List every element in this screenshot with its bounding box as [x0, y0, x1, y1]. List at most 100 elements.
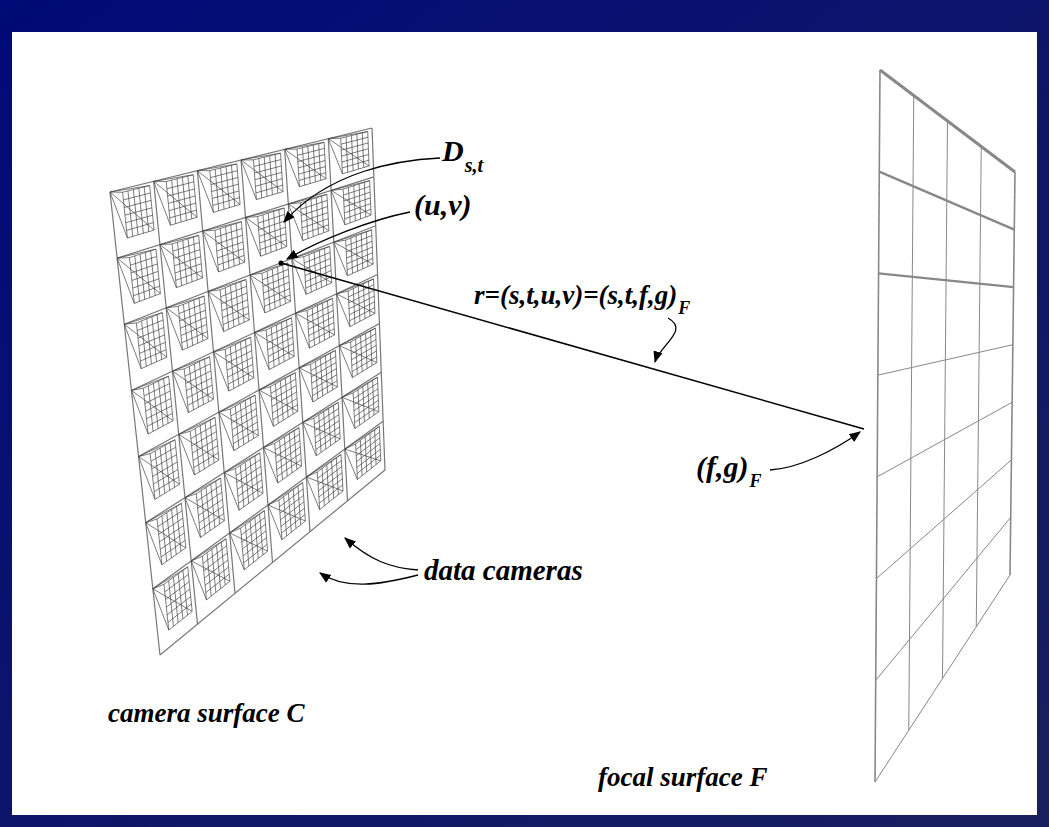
data-camera — [153, 567, 192, 630]
camera-stroke — [253, 153, 283, 199]
focal-surface-grid — [875, 575, 1010, 782]
data-camera — [299, 350, 337, 402]
camera-stroke — [186, 371, 211, 383]
camera-stroke — [222, 307, 248, 318]
camera-stroke — [352, 357, 377, 372]
camera-stroke — [237, 473, 261, 489]
camera-surface-grid — [241, 160, 273, 563]
camera-stroke — [166, 589, 190, 607]
focal-surface-grid — [875, 70, 880, 782]
camera-stroke — [123, 186, 154, 238]
data-camera — [208, 280, 249, 332]
camera-stroke — [146, 398, 171, 411]
camera-stroke — [198, 492, 222, 508]
camera-stroke — [216, 235, 242, 244]
camera-stroke — [319, 485, 342, 503]
camera-stroke — [315, 415, 339, 431]
data-camera — [203, 222, 245, 272]
camera-stroke — [185, 478, 221, 498]
camera-stroke — [355, 406, 379, 423]
data-camera — [179, 417, 219, 475]
focal-surface-grid — [878, 345, 1013, 375]
camera-stroke — [305, 259, 331, 270]
ray — [281, 263, 864, 429]
leader-line — [770, 432, 860, 470]
camera-stroke — [230, 395, 258, 451]
camera-stroke — [222, 300, 248, 311]
camera-stroke — [308, 311, 333, 323]
data-camera — [224, 453, 263, 510]
camera-stroke — [208, 280, 246, 292]
camera-stroke — [172, 235, 202, 287]
camera-stroke — [217, 249, 243, 258]
camera-stroke — [211, 177, 238, 184]
camera-stroke — [285, 142, 324, 149]
label: (u,v) — [414, 190, 471, 220]
camera-stroke — [344, 204, 370, 213]
camera-stroke — [339, 346, 352, 378]
camera-stroke — [346, 236, 372, 246]
camera-stroke — [153, 469, 178, 484]
camera-stroke — [213, 352, 228, 391]
camera-stroke — [221, 293, 247, 304]
camera-stroke — [237, 466, 261, 482]
camera-stroke — [124, 200, 151, 207]
camera-stroke — [269, 350, 294, 363]
camera-stroke — [152, 455, 177, 469]
camera-stroke — [150, 440, 179, 500]
camera-stroke — [255, 318, 292, 333]
camera-stroke — [342, 160, 369, 168]
focal-surface-grid — [879, 273, 1014, 287]
subscript: s,t — [465, 155, 483, 175]
camera-stroke — [317, 454, 343, 509]
camera-stroke — [312, 375, 337, 390]
camera-stroke — [244, 544, 267, 562]
camera-stroke — [258, 208, 287, 256]
camera-stroke — [230, 533, 245, 570]
data-camera — [264, 428, 302, 483]
camera-stroke — [143, 376, 173, 434]
camera-stroke — [306, 277, 332, 288]
camera-stroke — [272, 398, 297, 413]
camera-stroke — [316, 433, 340, 450]
camera-stroke — [136, 313, 166, 369]
camera-stroke — [346, 230, 373, 276]
camera-stroke — [212, 191, 239, 199]
camera-stroke — [160, 533, 184, 549]
camera-stroke — [191, 561, 206, 600]
camera-stroke — [238, 480, 262, 496]
camera-stroke — [235, 453, 263, 510]
camera-stroke — [311, 363, 336, 377]
camera-stroke — [219, 395, 255, 412]
camera-stroke — [219, 412, 234, 450]
data-camera — [213, 337, 253, 391]
camera-stroke — [344, 192, 370, 201]
camera-stroke — [233, 429, 258, 444]
camera-stroke — [170, 210, 197, 218]
label: r=(s,t,u,v)=(s,t,f,g) — [474, 282, 677, 309]
camera-stroke — [129, 249, 160, 303]
camera-stroke — [263, 276, 289, 287]
camera-stroke — [224, 453, 260, 473]
camera-stroke — [241, 153, 280, 160]
camera-stroke — [246, 208, 285, 217]
camera-stroke — [216, 228, 242, 237]
data-camera — [328, 132, 369, 174]
data-camera — [337, 279, 375, 327]
camera-stroke — [199, 506, 223, 522]
camera-stroke — [314, 409, 338, 425]
focal-surface-grid — [876, 460, 1011, 579]
camera-stroke — [196, 478, 224, 537]
camera-stroke — [125, 208, 152, 215]
camera-stroke — [349, 290, 374, 302]
camera-stroke — [228, 364, 253, 377]
camera-stroke — [271, 386, 296, 400]
data-camera — [268, 483, 305, 540]
camera-stroke — [308, 317, 333, 330]
camera-stroke — [133, 286, 159, 296]
camera-stroke — [110, 192, 154, 230]
camera-stroke — [231, 402, 256, 416]
camera-stroke — [212, 184, 239, 191]
camera-stroke — [277, 460, 301, 477]
camera-stroke — [256, 185, 283, 193]
